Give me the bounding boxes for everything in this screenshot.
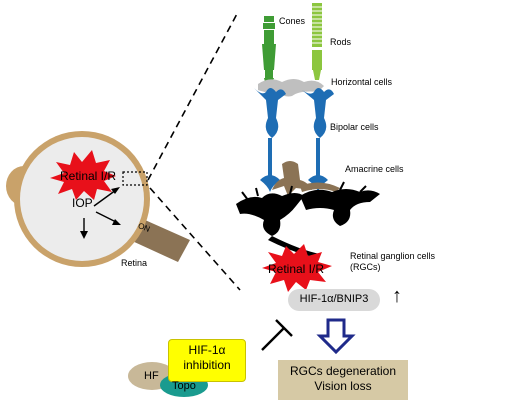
inhibition-line-2: inhibition [183, 358, 231, 372]
zoom-line-bottom [149, 187, 241, 291]
label-bipolar-cells: Bipolar cells [330, 122, 379, 132]
inhibition-line [261, 327, 285, 351]
bipolar-cell-right [302, 88, 334, 192]
degeneration-line-2: Vision loss [314, 379, 372, 393]
label-rods: Rods [330, 37, 352, 47]
burst-bottom [262, 244, 332, 292]
upregulation-arrow: ↑ [392, 285, 402, 307]
topo-label: Topo [172, 380, 196, 392]
amacrine-process [300, 182, 340, 192]
hif-bnip3-pill [288, 289, 380, 311]
label-horizontal-cells: Horizontal cells [331, 77, 393, 87]
hf-label: HF [144, 370, 159, 382]
label-rgc-abbrev: (RGCs) [350, 262, 381, 272]
burst-top [50, 150, 116, 200]
cone-cell [262, 16, 276, 86]
iop-arrow-up [93, 189, 117, 207]
label-amacrine-cells: Amacrine cells [345, 164, 404, 174]
inhibition-line-1: HIF-1α [188, 343, 226, 357]
rod-cell [312, 3, 322, 80]
iop-arrowhead-right [112, 219, 121, 225]
burst-bottom-label: Retinal I/R [267, 262, 325, 276]
inhibition-bar [275, 319, 293, 337]
down-arrow [316, 318, 356, 355]
label-retina: Retina [121, 258, 148, 268]
label-iop: IOP [72, 196, 93, 210]
zoom-box [122, 171, 148, 186]
hif-inhibition-box: HIF-1α inhibition [168, 339, 246, 382]
bipolar-cell-left [254, 88, 286, 192]
burst-top-label: Retinal I/R [59, 169, 117, 183]
iop-arrowhead-up [111, 187, 120, 194]
iop-arrow-right [95, 211, 117, 223]
iop-arrowhead-down [80, 231, 88, 239]
label-rgc: Retinal ganglion cells [350, 251, 436, 261]
hif-bnip3-label: HIF-1α/BNIP3 [299, 293, 369, 305]
eye-interior [20, 137, 144, 261]
degeneration-line-1: RGCs degeneration [289, 364, 397, 378]
zoom-line-top [147, 11, 239, 181]
label-cones: Cones [279, 16, 306, 26]
degeneration-box: RGCs degeneration Vision loss [278, 360, 408, 400]
ganglion-cells [236, 181, 380, 258]
